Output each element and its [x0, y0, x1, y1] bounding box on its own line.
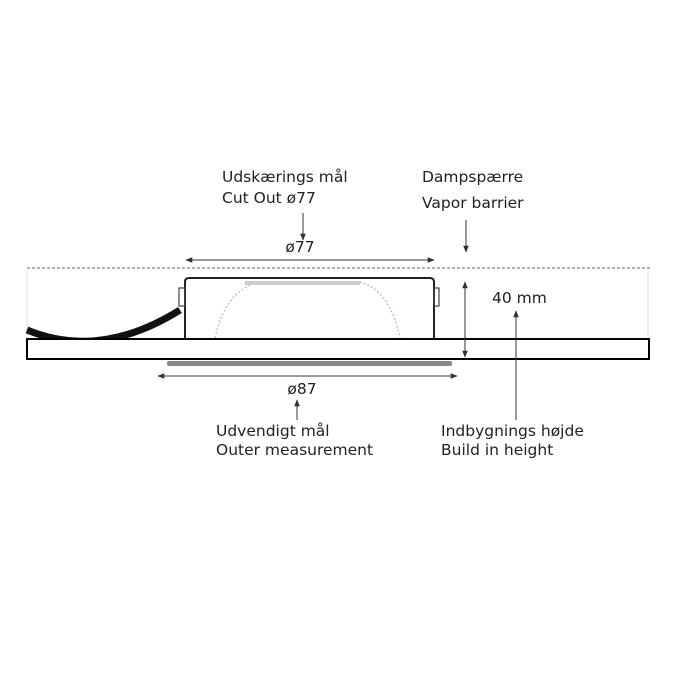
outer-dim-label: ø87: [287, 380, 316, 398]
spring-clip-right: [433, 287, 440, 307]
fitting-housing: [184, 277, 435, 340]
vapor-label-en: Vapor barrier: [422, 194, 524, 212]
vapor-label-da: Dampspærre: [422, 168, 523, 186]
ceiling-board: [26, 338, 650, 360]
power-cable: [25, 307, 182, 345]
outer-label-en: Outer measurement: [216, 441, 373, 459]
height-dim-label: 40 mm: [492, 289, 547, 307]
cutout-label-en: Cut Out ø77: [222, 189, 316, 207]
outer-label-da: Udvendigt mål: [216, 422, 330, 440]
reflector-dome: [214, 281, 401, 339]
height-label-da: Indbygnings højde: [441, 422, 584, 440]
outer-ring: [167, 361, 452, 366]
spring-clip-left: [178, 287, 186, 307]
led-module: [245, 281, 360, 285]
cutout-dim-label: ø77: [285, 238, 314, 256]
cutout-label-da: Udskærings mål: [222, 168, 348, 186]
height-label-en: Build in height: [441, 441, 553, 459]
